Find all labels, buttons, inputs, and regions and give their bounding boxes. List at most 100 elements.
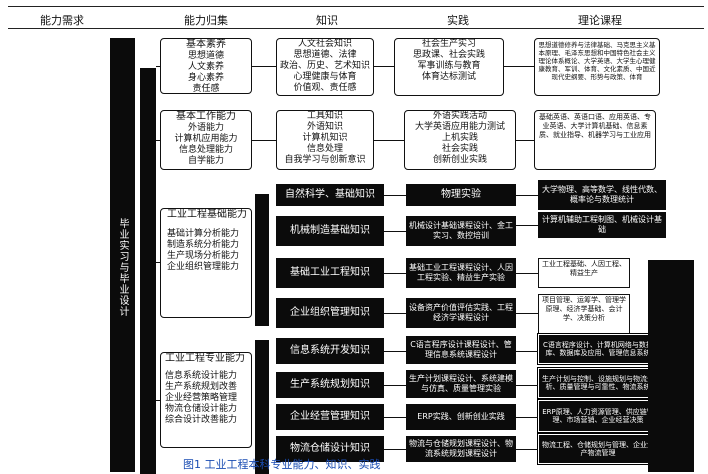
connector-line	[384, 273, 406, 274]
ability-item: 计算机应用能力	[174, 134, 238, 144]
practice-item: 军事训练与教育	[417, 61, 481, 71]
practice-item: 大学英语应用能力测试	[414, 122, 505, 132]
practice-item: 社会实践	[441, 144, 478, 154]
course-business-management: ERP原理、人力资源管理、供应链管理、市场营销、企业经营决策	[537, 399, 659, 433]
header-knowledge: 知识	[316, 14, 338, 27]
ability-item: 企业组织管理能力	[167, 262, 240, 272]
ie-foundation-bracket	[255, 194, 269, 326]
ability-item: 生产现场分析能力	[167, 251, 240, 261]
connector-line	[156, 262, 160, 263]
knowledge-item: 人文社会知识	[297, 39, 352, 49]
knowledge-mechanical: 机械制造基础知识	[276, 216, 384, 246]
connector-line	[384, 385, 406, 386]
ie-professional-ability-box: 工业工程专业能力 信息系统设计能力 生产系统规划改善 企业经营策略管理 物流仓储…	[160, 352, 252, 448]
connector-line	[516, 273, 538, 274]
practice-logistics: 物流与仓储规划课程设计、物流系统规划课程设计	[406, 436, 516, 462]
knowledge-item: 政治、历史、艺术知识	[279, 61, 370, 71]
practice-item: 思政课、社会实践	[412, 50, 485, 60]
knowledge-item: 工具知识	[306, 111, 343, 121]
basic-work-ability-title: 基本工作能力	[176, 111, 236, 122]
knowledge-business-management: 企业经营管理知识	[276, 404, 384, 430]
connector-line	[156, 400, 160, 401]
figure-caption: 图1 工业工程本科专业能力、知识、实践	[183, 458, 381, 471]
ability-item: 责任感	[192, 84, 220, 94]
graduation-practice-label: 毕业实习与毕业设计	[117, 218, 128, 317]
practice-c-programming: C语言程序设计课程设计、管理信息系统课程设计	[406, 336, 516, 364]
connector-line	[384, 417, 406, 418]
connector-line	[516, 225, 538, 226]
knowledge-item: 外语知识	[306, 122, 343, 132]
connector-line	[384, 449, 406, 450]
ability-item: 基础计算分析能力	[167, 229, 240, 239]
basic-literacy-title: 基本素养	[186, 39, 226, 50]
course-math-physics: 大学物理、高等数学、线性代数、概率论与数理统计	[538, 180, 666, 210]
practice-item: 体育达标测试	[421, 72, 476, 82]
ability-item: 思想道德	[187, 51, 224, 61]
language-practice-box: 外语实践活动 大学英语应用能力测试 上机实践 社会实践 创新创业实践	[404, 110, 516, 170]
practice-erp: ERP实践、创新创业实践	[406, 404, 516, 430]
practice-production-planning: 生产计划课程设计、系统建模与仿真、质量管理实验	[406, 370, 516, 398]
header-divider	[8, 28, 704, 29]
connector-line	[156, 140, 160, 141]
course-list: 基础英语、英语口语、应用英语、专业英语、大学计算机基础、信息素质、就业指导、机器…	[539, 113, 651, 139]
knowledge-item: 信息处理	[306, 144, 343, 154]
ability-item: 人文素养	[187, 62, 224, 72]
course-list: 思想道德修养与法律基础、马克思主义基本原理、毛泽东思想和中国特色社会主义理论体系…	[538, 41, 656, 81]
connector-line	[384, 231, 406, 232]
basic-literacy-box: 基本素养 思想道德 人文素养 身心素养 责任感	[160, 38, 252, 94]
connector-line	[516, 140, 534, 141]
header-ability-demand: 能力需求	[40, 14, 84, 27]
knowledge-org-management: 企业组织管理知识	[276, 298, 384, 328]
course-info-system: C语言程序设计、计算机网络与数据库、数据库及应用、管理信息系统	[537, 333, 659, 365]
practice-physics-lab: 物理实验	[406, 184, 516, 206]
ability-item: 信息系统设计能力	[165, 371, 238, 381]
connector-line	[384, 313, 406, 314]
practice-asset-valuation: 设备资产价值评估实践、工程经济学课程设计	[406, 298, 516, 328]
ability-item: 身心素养	[187, 73, 224, 83]
ability-item: 外语能力	[187, 123, 224, 133]
connector-line	[516, 351, 538, 352]
ability-connector-bar	[140, 68, 156, 474]
connector-line	[384, 351, 406, 352]
practice-mechanical-design: 机械设计基础课程设计、金工实习、数控培训	[406, 216, 516, 246]
ability-item: 企业经营策略管理	[165, 393, 238, 403]
ability-item: 信息处理能力	[178, 145, 233, 155]
practice-item: 社会生产实习	[421, 39, 476, 49]
connector-line	[156, 66, 160, 67]
knowledge-production-planning: 生产系统规划知识	[276, 372, 384, 398]
right-course-bracket	[648, 260, 694, 472]
knowledge-item: 心理健康与体育	[293, 72, 357, 82]
connector-line	[374, 66, 394, 67]
graduation-practice-column: 毕业实习与毕业设计	[110, 38, 135, 472]
connector-line	[374, 140, 404, 141]
ie-professional-title: 工业工程专业能力	[165, 353, 245, 364]
ie-foundation-ability-box: 工业工程基础能力 基础计算分析能力 制造系统分析能力 生产现场分析能力 企业组织…	[160, 208, 252, 318]
connector-line	[252, 66, 276, 67]
ability-item: 物流仓储设计能力	[165, 404, 238, 414]
tool-knowledge-box: 工具知识 外语知识 计算机知识 信息处理 自我学习与创新意识	[276, 110, 374, 170]
header-top-rule	[8, 6, 704, 7]
course-logistics: 物流工程、仓储规划与管理、企业生产物流管理	[537, 433, 659, 465]
knowledge-info-system: 信息系统开发知识	[276, 338, 384, 364]
course-production-planning: 生产计划与控制、设施规划与物流分析、质量管理与可靠性、物流系统	[537, 367, 659, 399]
connector-line	[384, 195, 406, 196]
knowledge-natural-science: 自然科学、基础知识	[276, 184, 384, 206]
course-management: 项目管理、运筹学、管理学原理、经济学基础、会计学、决策分析	[538, 294, 630, 334]
connector-line	[516, 195, 538, 196]
humanities-knowledge-box: 人文社会知识 思想道德、法律 政治、历史、艺术知识 心理健康与体育 价值观、责任…	[276, 38, 374, 96]
ie-professional-bracket	[255, 340, 269, 474]
knowledge-item: 价值观、责任感	[293, 83, 357, 93]
knowledge-logistics: 物流仓储设计知识	[276, 436, 384, 462]
ie-foundation-title: 工业工程基础能力	[167, 209, 247, 220]
course-cad-mechanical: 计算机辅助工程制图、机械设计基础	[538, 212, 666, 238]
knowledge-item: 思想道德、法律	[293, 50, 357, 60]
practice-item: 上机实践	[441, 133, 478, 143]
ability-item: 制造系统分析能力	[167, 240, 240, 250]
connector-line	[252, 140, 276, 141]
basic-work-ability-box: 基本工作能力 外语能力 计算机应用能力 信息处理能力 自学能力	[160, 110, 252, 170]
ability-item: 综合设计改善能力	[165, 415, 238, 425]
header-ability-summary: 能力归集	[184, 14, 228, 27]
knowledge-basic-ie: 基础工业工程知识	[276, 258, 384, 288]
work-courses-box: 基础英语、英语口语、应用英语、专业英语、大学计算机基础、信息素质、就业指导、机器…	[534, 110, 656, 170]
header-theory-courses: 理论课程	[578, 14, 622, 27]
